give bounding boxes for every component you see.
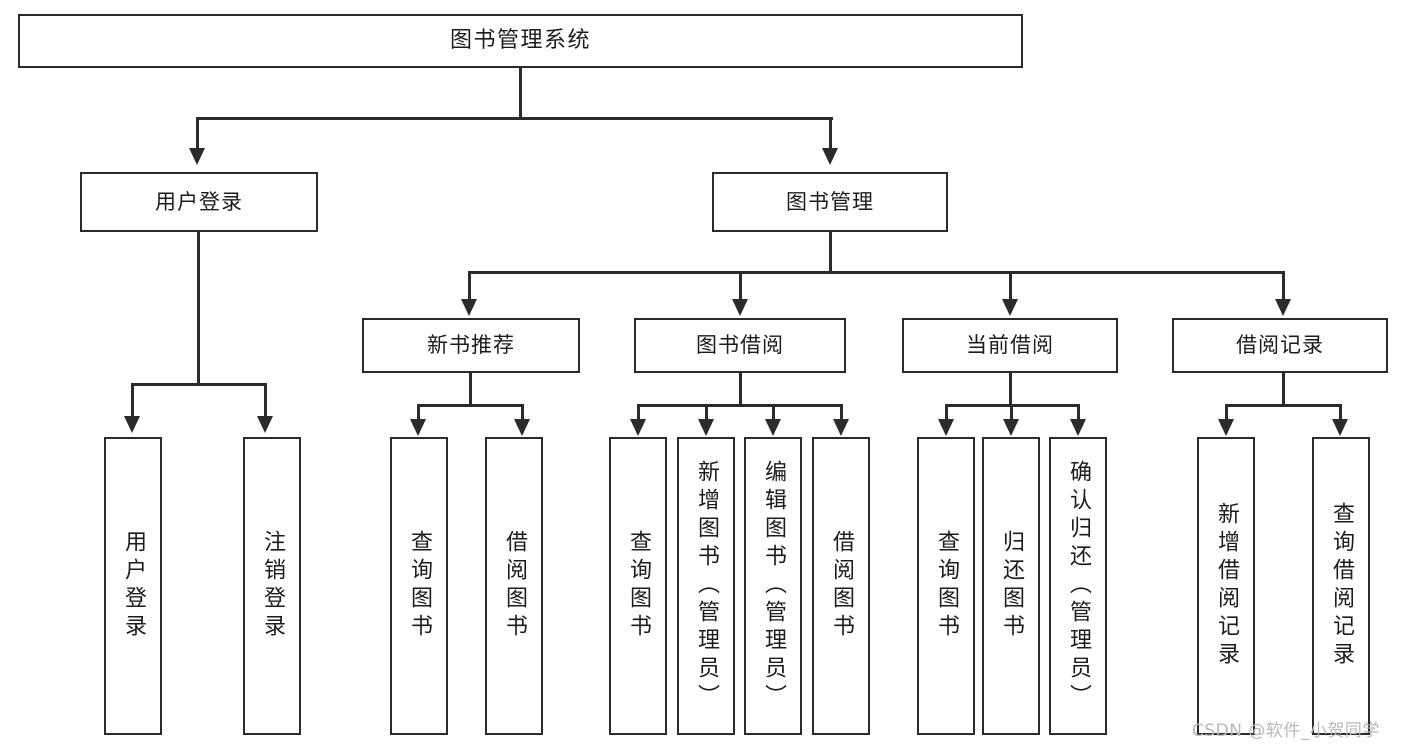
node-label: 查询图书: [407, 530, 432, 642]
connector-br-to-leaf-1: [1225, 404, 1228, 422]
connector-new-book-to-leaf-2: [521, 404, 524, 422]
connector-user-login-to-leaf-1: [131, 383, 134, 418]
arrow-bm-to-borrow-record: [1275, 299, 1291, 316]
node-label: 图书管理系统: [449, 27, 591, 53]
connector-bb-to-leaf-1: [637, 404, 640, 422]
arrow-cb-to-leaf-1: [938, 419, 954, 436]
arrow-new-book-to-leaf-2: [514, 419, 530, 436]
node-label: 注销登录: [260, 530, 285, 642]
connector-user-login-stem: [197, 232, 200, 386]
arrow-root-to-book-management: [822, 148, 838, 165]
connector-cb-to-leaf-2: [1010, 404, 1013, 422]
connector-borrow-record-bus: [1225, 404, 1342, 407]
arrow-user-login-to-leaf-2: [257, 416, 273, 433]
arrow-bb-to-leaf-3: [765, 419, 781, 436]
node-label: 图书管理: [786, 189, 874, 214]
connector-bm-to-current-borrow: [1009, 271, 1012, 301]
node-label: 用户登录: [121, 530, 146, 642]
leaf-return-book[interactable]: 归还图书: [982, 437, 1040, 735]
connector-book-management-stem: [829, 232, 832, 274]
connector-new-book-stem: [469, 373, 472, 407]
arrow-root-to-user-login: [189, 148, 205, 165]
arrow-bm-to-book-borrow: [732, 299, 748, 316]
arrow-cb-to-leaf-3: [1070, 419, 1086, 436]
node-user-login[interactable]: 用户登录: [80, 172, 318, 232]
connector-bb-to-leaf-3: [772, 404, 775, 422]
node-label: 查询图书: [626, 530, 651, 642]
leaf-logout-login[interactable]: 注销登录: [243, 437, 301, 735]
node-label: 查询借阅记录: [1329, 502, 1354, 670]
node-label: 新增借阅记录: [1214, 502, 1239, 670]
node-borrow-record[interactable]: 借阅记录: [1172, 318, 1388, 373]
leaf-borrow-book-recommend[interactable]: 借阅图书: [485, 437, 543, 735]
node-label: 借阅记录: [1236, 333, 1324, 358]
connector-bm-to-book-borrow: [739, 271, 742, 301]
connector-root-to-user-login: [196, 117, 199, 150]
connector-book-borrow-stem: [739, 373, 742, 407]
node-label: 借阅图书: [829, 530, 854, 642]
leaf-edit-book[interactable]: 编辑图书（管理员）: [744, 437, 802, 735]
node-book-borrow[interactable]: 图书借阅: [634, 318, 846, 373]
connector-borrow-record-stem: [1282, 373, 1285, 407]
arrow-bm-to-new-book: [461, 299, 477, 316]
node-label: 当前借阅: [966, 333, 1054, 358]
connector-root-stem: [519, 68, 522, 118]
connector-user-login-to-leaf-2: [264, 383, 267, 418]
connector-cb-to-leaf-3: [1077, 404, 1080, 422]
node-label: 图书借阅: [696, 333, 784, 358]
arrow-bm-to-current-borrow: [1002, 299, 1018, 316]
arrow-bb-to-leaf-4: [833, 419, 849, 436]
connector-user-login-bus: [131, 383, 267, 386]
connector-cb-to-leaf-1: [945, 404, 948, 422]
arrow-user-login-to-leaf-1: [124, 416, 140, 433]
node-label: 新增图书（管理员）: [694, 460, 719, 712]
connector-bb-to-leaf-2: [705, 404, 708, 422]
node-label: 借阅图书: [502, 530, 527, 642]
arrow-new-book-to-leaf-1: [410, 419, 426, 436]
arrow-cb-to-leaf-2: [1003, 419, 1019, 436]
node-label: 确认归还（管理员）: [1066, 460, 1091, 712]
node-label: 用户登录: [155, 189, 243, 214]
connector-current-borrow-stem: [1009, 373, 1012, 407]
connector-bm-to-borrow-record: [1282, 271, 1285, 301]
connector-new-book-to-leaf-1: [417, 404, 420, 422]
csdn-watermark: CSDN @软件_小贺同学: [1192, 721, 1380, 741]
node-book-management-system[interactable]: 图书管理系统: [18, 14, 1023, 68]
node-book-management[interactable]: 图书管理: [712, 172, 948, 232]
node-label: 新书推荐: [427, 333, 515, 358]
leaf-borrow-book[interactable]: 借阅图书: [812, 437, 870, 735]
leaf-query-book-current[interactable]: 查询图书: [917, 437, 975, 735]
node-label: 编辑图书（管理员）: [761, 460, 786, 712]
node-new-book-recommend[interactable]: 新书推荐: [362, 318, 580, 373]
connector-root-bus: [196, 117, 833, 120]
arrow-bb-to-leaf-1: [630, 419, 646, 436]
connector-bm-to-new-book: [468, 271, 471, 301]
connector-new-book-bus: [417, 404, 524, 407]
connector-book-borrow-bus: [637, 404, 843, 407]
leaf-query-book-recommend[interactable]: 查询图书: [390, 437, 448, 735]
connector-br-to-leaf-2: [1339, 404, 1342, 422]
connector-bb-to-leaf-4: [840, 404, 843, 422]
arrow-br-to-leaf-2: [1332, 419, 1348, 436]
leaf-user-login[interactable]: 用户登录: [104, 437, 162, 735]
leaf-add-borrow-record[interactable]: 新增借阅记录: [1197, 437, 1255, 735]
node-current-borrow[interactable]: 当前借阅: [902, 318, 1118, 373]
leaf-query-borrow-record[interactable]: 查询借阅记录: [1312, 437, 1370, 735]
arrow-bb-to-leaf-2: [698, 419, 714, 436]
leaf-query-book-borrow[interactable]: 查询图书: [609, 437, 667, 735]
node-label: 归还图书: [999, 530, 1024, 642]
connector-book-management-bus: [468, 271, 1285, 274]
node-label: 查询图书: [934, 530, 959, 642]
leaf-add-book[interactable]: 新增图书（管理员）: [677, 437, 735, 735]
arrow-br-to-leaf-1: [1218, 419, 1234, 436]
connector-root-to-book-management: [829, 117, 832, 150]
leaf-confirm-return[interactable]: 确认归还（管理员）: [1049, 437, 1107, 735]
